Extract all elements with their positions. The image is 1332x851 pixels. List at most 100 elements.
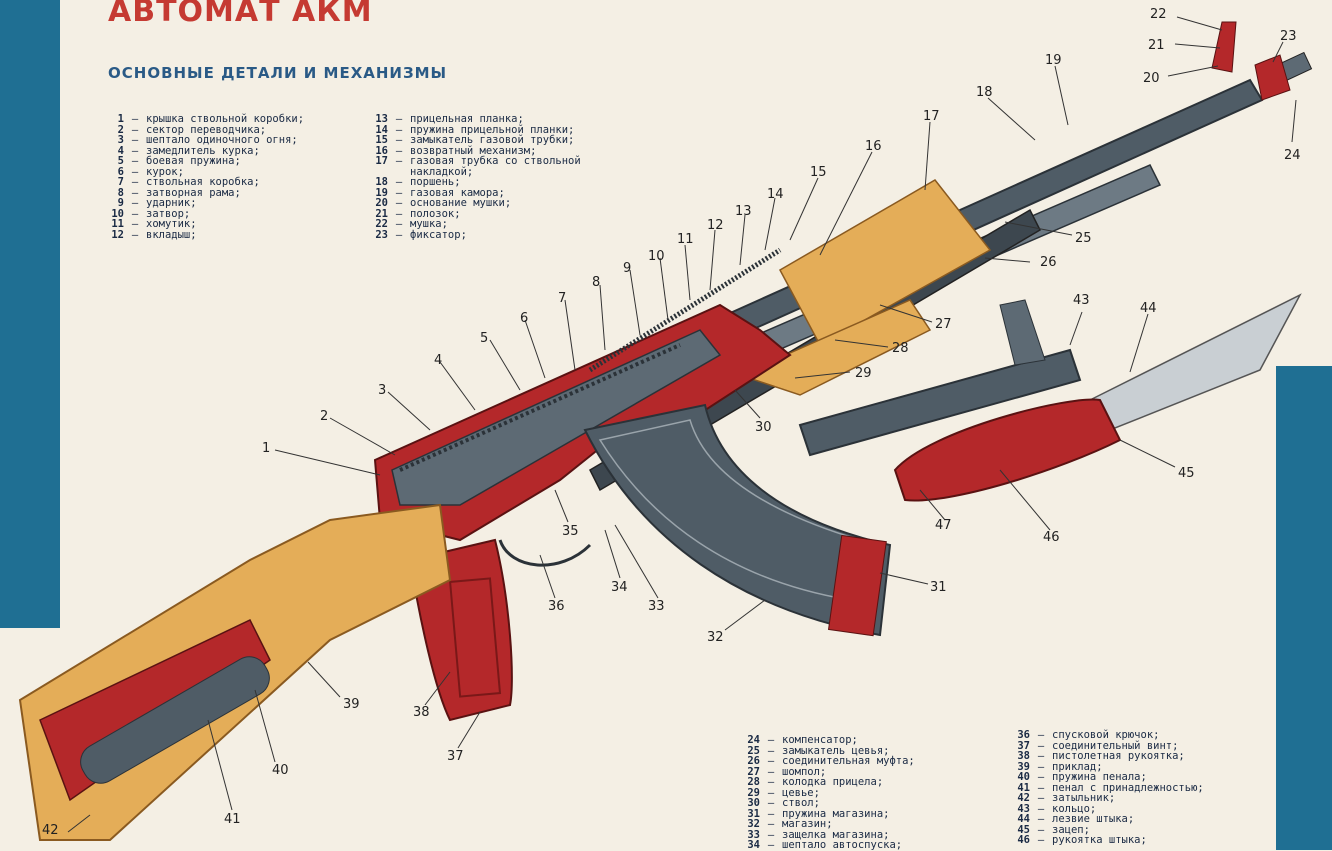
parts-legend-column-1: 1—крышка ствольной коробки;2 — сектор пере…: [108, 114, 304, 240]
legend-item: 44—лезвие штыка;: [1014, 814, 1204, 825]
legend-item-number: 2: [117, 123, 124, 136]
right-blue-edge: [1276, 366, 1332, 850]
legend-item: 23—фиксатор;: [372, 228, 581, 241]
legend-item-dash: —: [767, 744, 775, 757]
legend-item: 12—вкладыш;: [108, 228, 304, 241]
callout-39: 39: [343, 697, 360, 712]
legend-item: 26—соединительная муфта;: [744, 755, 915, 767]
legend-item: 5—боевая пружина;: [108, 156, 304, 167]
legend-item-number: 28: [747, 776, 760, 788]
callout-9: 9: [623, 261, 631, 276]
callout-24: 24: [1284, 148, 1301, 163]
legend-item-text: ствольная коробка;: [146, 176, 260, 188]
parts-legend-column-3: 24—компенсатор;25—замыкатель цевья;26—со…: [744, 735, 915, 851]
legend-item-text: поршень;: [410, 176, 461, 188]
legend-item-dash: —: [767, 765, 775, 778]
legend-item-text: основание мушки;: [410, 197, 512, 209]
legend-item-text: замыкатель цевья;: [782, 744, 890, 757]
legend-item-text: соединительная муфта;: [782, 755, 915, 767]
legend-item-text: сектор переводчика;: [146, 123, 267, 136]
legend-item: 37—соединительный винт;: [1014, 739, 1204, 752]
callout-29: 29: [855, 366, 872, 381]
legend-item-text: затвор;: [146, 207, 191, 220]
legend-item-number: 39: [1017, 760, 1030, 773]
legend-item-number: 14: [375, 123, 388, 136]
legend-item: 17—газовая трубка со ствольной: [372, 156, 580, 167]
legend-item: 31—пружина магазина;: [744, 807, 915, 820]
callout-15: 15: [810, 165, 827, 180]
legend-item-dash: —: [131, 197, 139, 209]
parts-legend-column-4: 36—спусковой крючок;37—соединительный ви…: [1014, 730, 1204, 846]
legend-item-dash: —: [395, 228, 403, 241]
legend-item-dash: —: [767, 755, 775, 767]
legend-item: 14—пружина прицельной планки;: [372, 123, 581, 136]
legend-item-text: вкладыш;: [146, 228, 197, 241]
legend-item-number: 19: [375, 186, 388, 199]
legend-item-text: шептало автоспуска;: [782, 839, 903, 851]
callout-44: 44: [1140, 301, 1157, 316]
legend-item-number: 37: [1017, 739, 1030, 752]
callout-2: 2: [320, 409, 328, 424]
callout-30: 30: [755, 420, 772, 435]
legend-item: 36—спусковой крючок;: [1014, 730, 1204, 741]
callout-34: 34: [611, 580, 628, 595]
legend-item-text: газовая камора;: [410, 186, 505, 199]
legend-item-dash: —: [767, 807, 775, 820]
legend-item-number: 30: [747, 797, 760, 809]
legend-item-text: хомутик;: [146, 218, 197, 230]
callout-11: 11: [677, 232, 694, 247]
callout-41: 41: [224, 812, 241, 827]
legend-item-text: накладкой;: [410, 165, 474, 178]
callout-31: 31: [930, 580, 947, 595]
legend-item: 38—пистолетная рукоятка;: [1014, 751, 1204, 762]
callout-5: 5: [480, 331, 488, 346]
magazine: [583, 403, 892, 637]
legend-item-dash: —: [1037, 760, 1045, 773]
legend-item-dash: —: [395, 123, 403, 136]
legend-item-text: затыльник;: [1052, 792, 1116, 804]
legend-item-dash: —: [131, 155, 139, 167]
legend-item-number: 33: [747, 828, 760, 841]
legend-item-number: 20: [375, 197, 388, 209]
legend-item: 34—шептало автоспуска;: [744, 840, 915, 851]
legend-item-text: прицельная планка;: [410, 113, 524, 125]
legend-item-text: боевая пружина;: [146, 155, 241, 167]
legend-item-number: 31: [747, 807, 760, 820]
legend-item-dash: —: [767, 786, 775, 799]
legend-item: 15—замыкатель газовой трубки;: [372, 135, 581, 146]
leader-lines: [67, 16, 1297, 833]
callout-25: 25: [1075, 231, 1092, 246]
legend-item-number: 1: [117, 113, 124, 125]
callout-33: 33: [648, 599, 665, 614]
legend-item-number: 18: [375, 176, 388, 188]
callout-46: 46: [1043, 530, 1060, 545]
legend-item: 20—основание мушки;: [372, 198, 581, 209]
legend-item-text: цевье;: [782, 786, 820, 799]
legend-item-dash: —: [131, 144, 139, 157]
legend-item-number: 34: [747, 839, 760, 851]
legend-item-dash: —: [395, 207, 403, 220]
callout-32: 32: [707, 630, 724, 645]
legend-item-text: магазин;: [782, 818, 833, 830]
callout-38: 38: [413, 705, 430, 720]
legend-item-text: спусковой крючок;: [1052, 729, 1160, 741]
legend-item: 3—шептало одиночного огня;: [108, 135, 304, 146]
legend-item-number: 7: [117, 176, 124, 188]
callout-26: 26: [1040, 255, 1057, 270]
handguard: [737, 179, 992, 396]
legend-item-number: 41: [1017, 781, 1030, 794]
legend-item-dash: —: [767, 797, 775, 809]
legend-item: 1—крышка ствольной коробки;: [108, 114, 304, 125]
legend-item-dash: —: [1037, 739, 1045, 752]
legend-item: накладкой;: [372, 165, 581, 178]
legend-item-text: полозок;: [410, 207, 461, 220]
legend-item-number: 38: [1017, 750, 1030, 762]
legend-item-dash: —: [1037, 792, 1045, 804]
legend-item-dash: —: [395, 113, 403, 125]
legend-item: 4—замедлитель курка;: [108, 144, 304, 157]
legend-item-number: 44: [1017, 813, 1030, 825]
callout-21: 21: [1148, 38, 1165, 53]
legend-item-dash: —: [131, 207, 139, 220]
callout-42: 42: [42, 823, 59, 838]
legend-item-text: затворная рама;: [146, 186, 241, 199]
